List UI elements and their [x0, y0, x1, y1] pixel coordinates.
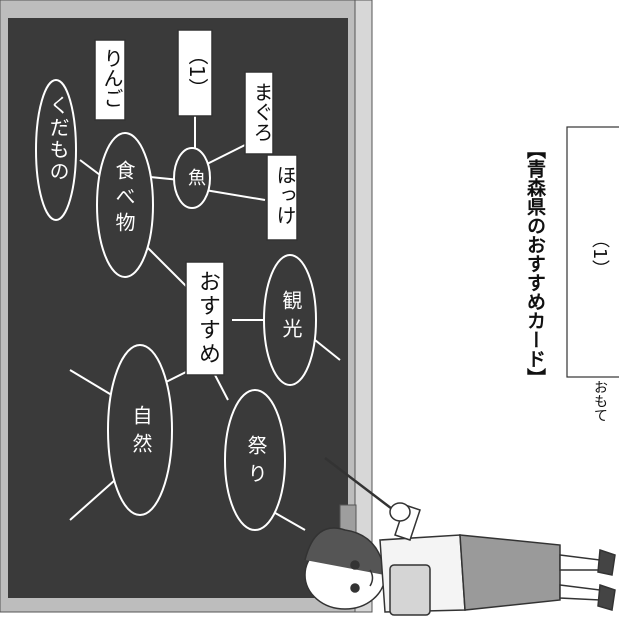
node-tuna-label: まぐろ: [250, 82, 274, 142]
node-apple-label: りんご: [100, 48, 124, 108]
node-center-label: おすすめ: [195, 270, 220, 366]
node-fish-label: 魚: [185, 168, 206, 186]
node-nature-label: 自然: [129, 405, 153, 461]
pointer-stick: [324, 457, 401, 516]
node-apple-box: [94, 39, 126, 121]
node-mackerel-box: [266, 154, 298, 241]
node-fruits-bubble: [35, 79, 77, 221]
node-sightseeing-label: 観光: [279, 290, 303, 346]
card-blank1: （1）: [589, 230, 610, 278]
node-festival-label: 祭り: [244, 435, 268, 491]
teacher-figure: [304, 502, 616, 616]
node-food-bubble: [96, 132, 154, 278]
node-center-box: [185, 261, 225, 376]
node-nature-bubble: [107, 344, 173, 516]
board-frame-right: [354, 0, 373, 613]
node-tuna-box: [244, 71, 274, 155]
node-sightseeing-bubble: [263, 254, 317, 386]
node-fruits-label: くだもの: [46, 95, 70, 183]
mindmap-bubbles: [35, 79, 317, 531]
node-fish-bubble: [173, 147, 211, 209]
mindmap-boxes: [94, 29, 298, 376]
node-mackerel-label: ほっけ: [273, 165, 297, 225]
node-blank1-box: [177, 29, 213, 117]
node-food-label: 食べ物: [112, 160, 136, 238]
card-outline: [566, 126, 619, 378]
card-front-label: おもて: [592, 380, 608, 422]
card-title: 【青森県のおすすめカード】: [524, 140, 546, 387]
node-blank1-label: （1）: [185, 45, 209, 98]
node-festival-bubble: [224, 389, 286, 531]
